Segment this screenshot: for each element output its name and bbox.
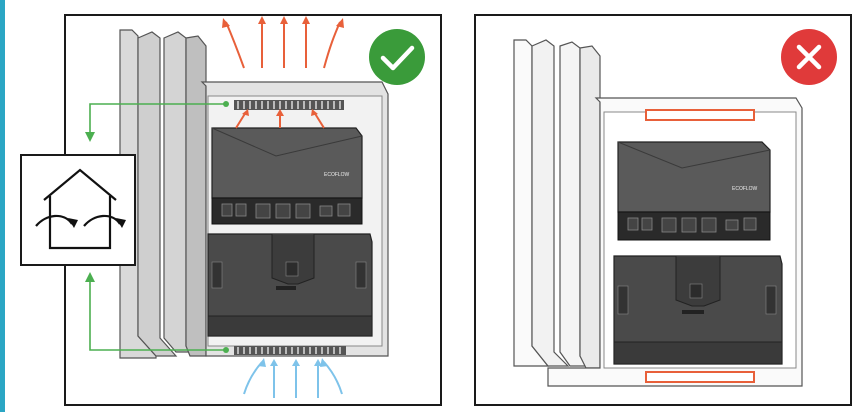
accent-bar [0,0,5,412]
checkmark-icon [368,28,426,86]
correct-check-badge [368,28,426,86]
upper-unit-brand: ECOFLOW [732,186,758,192]
cabinet-side-panel-4 [580,46,600,368]
blocked-top-vent [646,110,754,120]
battery-handle-slot [682,310,704,314]
battery-right-handle [766,286,776,314]
upper-unit-brand: ECOFLOW [324,172,350,178]
battery-left-handle [618,286,628,314]
battery-center-bracket [676,256,720,306]
blocked-bottom-vent [646,372,754,382]
battery-handle-slot [276,286,296,290]
cool-air-intake-arrows [244,362,342,398]
cross-icon [780,28,838,86]
cabinet-side-panel-4 [186,36,206,356]
upper-power-unit [618,142,770,212]
house-airflow-box [20,154,136,266]
bottom-vent [234,346,346,355]
incorrect-cross-badge [780,28,838,86]
upper-power-unit [212,128,362,198]
battery-left-handle [212,262,222,288]
battery-center-bracket [272,234,314,284]
house-airflow-icon [22,156,138,268]
battery-right-handle [356,262,366,288]
